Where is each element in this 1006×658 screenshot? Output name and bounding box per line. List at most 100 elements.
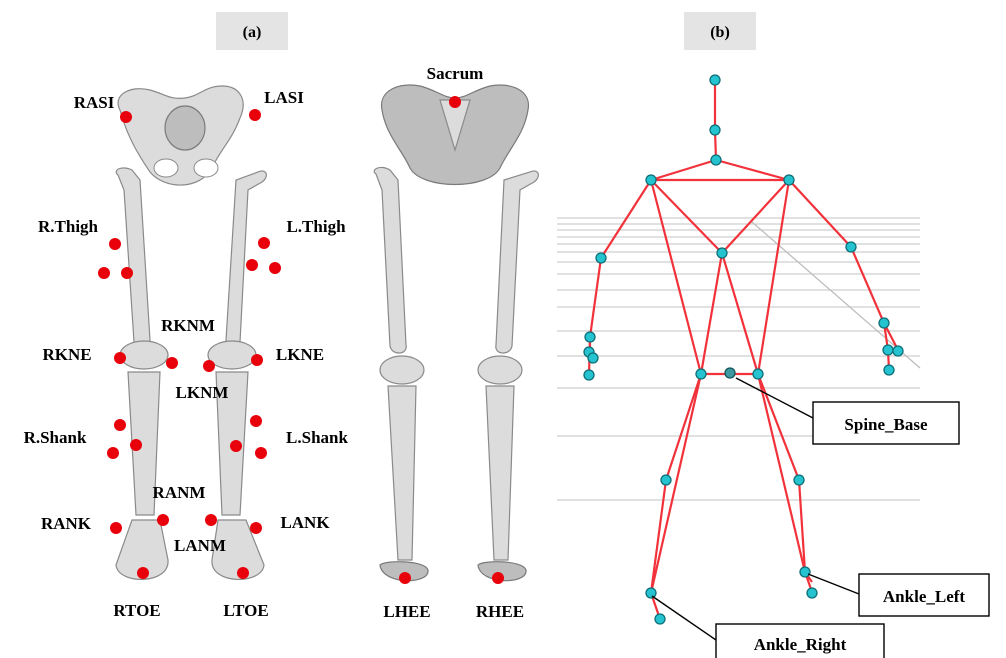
joint-ankle-right — [646, 588, 656, 598]
marker-sacrum — [449, 96, 461, 108]
label-rasi: RASI — [74, 93, 115, 112]
bone-torso-r — [651, 180, 722, 253]
marker-ranm — [157, 514, 169, 526]
marker-lasi — [249, 109, 261, 121]
marker-l-thigh-3 — [269, 262, 281, 274]
joint-handtip-right — [584, 370, 594, 380]
joint-foot-right — [655, 614, 665, 624]
joint-spine-mid — [717, 248, 727, 258]
knee-right — [120, 341, 168, 369]
label-l-shank: L.Shank — [286, 428, 348, 447]
panel-b-tag: (b) — [710, 24, 730, 41]
label-rtoe: RTOE — [113, 601, 160, 620]
marker-l-thigh-1 — [258, 237, 270, 249]
joint-spine-shoulder — [711, 155, 721, 165]
obturator-right — [154, 159, 178, 177]
marker-rknm — [166, 357, 178, 369]
marker-lhee — [399, 572, 411, 584]
back-skeleton-illustration — [374, 85, 538, 581]
joint-foot-left — [807, 588, 817, 598]
label-r-shank: R.Shank — [24, 428, 87, 447]
joint-wrist-left — [879, 318, 889, 328]
label-r-thigh: R.Thigh — [38, 217, 99, 236]
femur-left — [226, 171, 267, 349]
panel-a: (a) — [24, 12, 539, 621]
label-lkne: LKNE — [276, 345, 324, 364]
marker-rkne — [114, 352, 126, 364]
bone-leg-left-2 — [758, 374, 805, 572]
label-lank: LANK — [280, 513, 330, 532]
marker-lanm — [205, 514, 217, 526]
callout-ankle-left: Ankle_Left — [883, 587, 966, 606]
joint-spine-base — [725, 368, 735, 378]
marker-l-thigh-2 — [246, 259, 258, 271]
label-l-thigh: L.Thigh — [286, 217, 346, 236]
marker-r-shank-2 — [130, 439, 142, 451]
label-rknm: RKNM — [161, 316, 215, 335]
joint-knee-right — [661, 475, 671, 485]
marker-rhee — [492, 572, 504, 584]
joint-knee-left — [794, 475, 804, 485]
femur-back-left — [374, 167, 406, 353]
marker-lank — [250, 522, 262, 534]
tibia-back-right — [486, 386, 514, 560]
bone-side-r — [651, 180, 701, 374]
label-sacrum: Sacrum — [427, 64, 484, 83]
skeleton-joints — [584, 75, 903, 624]
joint-elbow-right — [596, 253, 606, 263]
marker-r-shank-1 — [114, 419, 126, 431]
joint-head — [710, 75, 720, 85]
bone-leg-right-2 — [651, 374, 701, 593]
marker-lkne — [251, 354, 263, 366]
marker-l-shank-2 — [230, 440, 242, 452]
bone-shoulder-right — [651, 160, 716, 180]
knee-left — [208, 341, 256, 369]
joint-handtip-left — [884, 365, 894, 375]
bone-shoulder-left — [716, 160, 789, 180]
marker-ltoe — [237, 567, 249, 579]
marker-l-shank-1 — [250, 415, 262, 427]
joint-hip-right — [696, 369, 706, 379]
label-rank: RANK — [41, 514, 92, 533]
joint-shoulder-right — [646, 175, 656, 185]
panel-b: (b) — [557, 12, 989, 658]
bone-head-neck — [715, 80, 716, 160]
joint-hand-left — [883, 345, 893, 355]
marker-r-thigh-1 — [109, 238, 121, 250]
marker-rtoe — [137, 567, 149, 579]
panel-a-tag: (a) — [243, 24, 262, 41]
label-ranm: RANM — [153, 483, 206, 502]
marker-r-thigh-3 — [121, 267, 133, 279]
joint-neck — [710, 125, 720, 135]
knee-back-left — [380, 356, 424, 384]
marker-r-shank-3 — [107, 447, 119, 459]
label-ltoe: LTOE — [223, 601, 268, 620]
bone-arm-right — [590, 180, 651, 356]
label-rhee: RHEE — [476, 602, 524, 621]
joint-hip-left — [753, 369, 763, 379]
callouts: Spine_Base Ankle_Left Ankle_Right — [652, 378, 989, 658]
marker-rank — [110, 522, 122, 534]
marker-rasi — [120, 111, 132, 123]
skeleton-bones — [589, 80, 898, 619]
label-lasi: LASI — [264, 88, 304, 107]
joint-hand-right — [588, 353, 598, 363]
floor-grid — [557, 218, 920, 500]
label-lknm: LKNM — [176, 383, 229, 402]
joint-shoulder-left — [784, 175, 794, 185]
joint-thumb-left — [893, 346, 903, 356]
sacrum-front — [165, 106, 205, 150]
label-lhee: LHEE — [383, 602, 430, 621]
label-rkne: RKNE — [42, 345, 91, 364]
tibia-back-left — [388, 386, 416, 560]
obturator-left — [194, 159, 218, 177]
joint-ankle-left — [800, 567, 810, 577]
leader-spine-base — [736, 378, 813, 418]
bone-arm-left — [789, 180, 888, 350]
joint-wrist-right — [585, 332, 595, 342]
label-lanm: LANM — [174, 536, 226, 555]
joint-elbow-left — [846, 242, 856, 252]
callout-ankle-right: Ankle_Right — [754, 635, 847, 654]
knee-back-right — [478, 356, 522, 384]
